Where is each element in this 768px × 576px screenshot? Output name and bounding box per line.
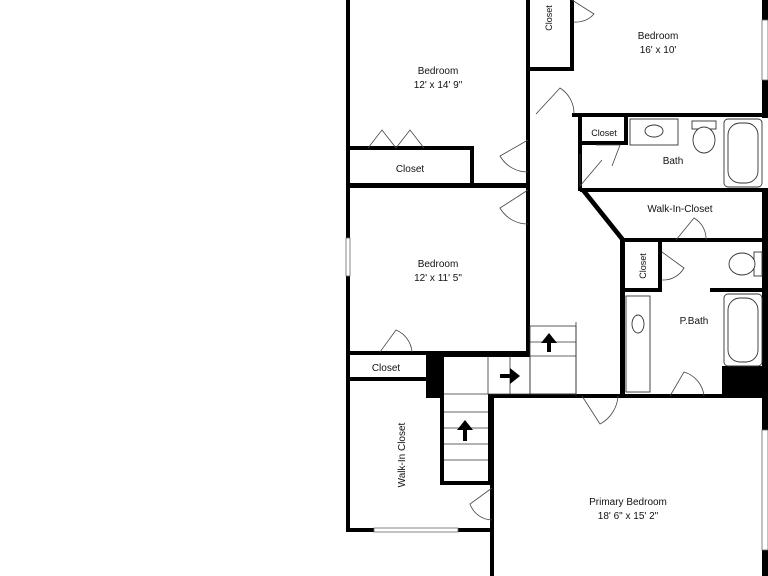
wall-closet-pbath-right [658, 240, 662, 292]
sink-icon [631, 314, 645, 334]
wall-bedroom3-bottom [572, 113, 768, 117]
door-bedroom2 [499, 189, 529, 225]
room-name-bedroom-middle: Bedroom [418, 259, 459, 270]
wall-bedroom1-east [526, 0, 530, 354]
door-closet-top [571, 0, 595, 23]
room-size-bedroom-top-right: 16' x 10' [640, 45, 677, 56]
wall-primary-west [490, 394, 494, 576]
door-bedroom1 [499, 139, 529, 173]
wall-bath-bottom [580, 188, 768, 192]
wall-block-left [426, 353, 442, 398]
room-name-bedroom-top-right: Bedroom [638, 31, 679, 42]
room-name-walk-in-closet-left: Walk-In Closet [397, 422, 408, 487]
wall-closet-pbath-bottom [622, 288, 662, 292]
door-bedroom3 [535, 87, 575, 115]
room-name-closet-upper: Closet [396, 164, 425, 175]
wall-closet-upper-top [346, 146, 474, 150]
fixtures [625, 118, 763, 393]
stair-upper-run [529, 325, 577, 395]
arrow-right-icon [500, 368, 520, 384]
door-closet-pbath [661, 251, 685, 281]
room-size-primary-bedroom: 18' 6" x 15' 2" [598, 511, 659, 522]
wall-block-pbath [722, 366, 766, 396]
room-size-bedroom-middle: 12' x 11' 5" [414, 273, 462, 284]
wall-stair-left [440, 353, 444, 485]
door-closet-upper-left [367, 129, 397, 149]
doors [367, 0, 707, 521]
vanity-pbath [625, 295, 651, 393]
bathtub-inner [727, 297, 759, 363]
window-wic-left [373, 527, 459, 533]
room-name-primary-bedroom: Primary Bedroom [589, 497, 667, 508]
toilet-icon [692, 126, 716, 154]
wall-primary-top [490, 394, 768, 398]
window-bedroom3 [761, 19, 768, 81]
labels: Bedroom 12' x 14' 9" Bedroom 16' x 10' B… [372, 5, 713, 522]
windows [345, 19, 768, 551]
stairs [444, 322, 577, 461]
window-primary [761, 429, 768, 551]
room-name-bedroom-top-left: Bedroom [418, 66, 459, 77]
room-name-p-bath: P.Bath [680, 316, 709, 327]
wall-closet-upper-right [470, 146, 474, 188]
wall-closet-lower-bottom [346, 377, 426, 381]
wall-tub-top [710, 288, 768, 292]
door-primary [581, 395, 619, 425]
wall-bath-west [578, 113, 582, 191]
wall-closet-top-bottom [526, 67, 572, 71]
room-size-bedroom-top-left: 12' x 14' 9" [414, 80, 463, 91]
wall-closet-bath-bottom [580, 141, 628, 145]
door-wic-right [675, 217, 707, 241]
room-name-bath: Bath [663, 156, 684, 167]
wall-stair-top [440, 353, 530, 357]
door-wic-left [469, 487, 493, 521]
bathtub-inner [727, 122, 759, 184]
arrow-up-icon [541, 333, 557, 352]
door-closet-lower [379, 329, 413, 353]
room-name-closet-bath: Closet [591, 128, 617, 138]
door-closet-bath [596, 144, 621, 167]
wall-bedroom2-top [346, 183, 530, 188]
wall-closet-bath-right [624, 113, 628, 145]
walls [346, 0, 768, 576]
wall-stair-bottom [440, 481, 492, 485]
arrow-up-icon [457, 420, 473, 441]
sink-icon [644, 124, 664, 138]
room-name-closet-top-vertical: Closet [544, 5, 554, 31]
door-pbath [669, 371, 705, 397]
wall-closet-top-right [570, 0, 574, 71]
wall-diagonal [580, 190, 626, 240]
wall-hall-east [620, 238, 625, 396]
door-bath [579, 154, 603, 188]
door-closet-upper-right [395, 129, 425, 149]
window-bedroom2 [345, 237, 351, 277]
wall-wic-right-bottom [620, 238, 768, 242]
toilet-icon [728, 252, 756, 276]
room-name-walk-in-closet-right: Walk-In-Closet [647, 204, 712, 215]
room-name-closet-lower: Closet [372, 363, 401, 374]
room-name-closet-pbath: Closet [638, 253, 648, 279]
wall-right-middle [762, 188, 768, 398]
